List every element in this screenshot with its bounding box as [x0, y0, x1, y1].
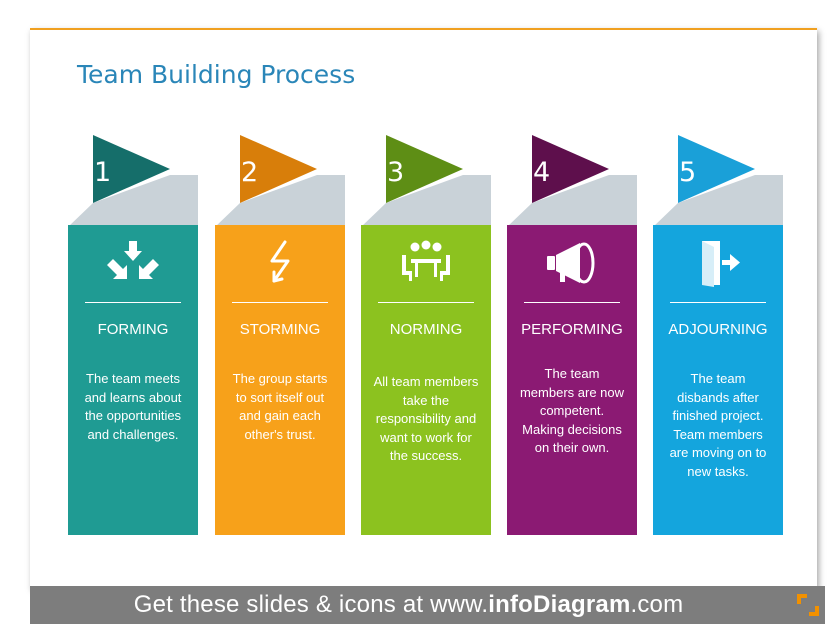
stage-norming: 3 NORMING Al: [361, 135, 491, 535]
stage-label: ADJOURNING: [668, 321, 768, 338]
divider: [378, 302, 474, 303]
stage-number: 1: [94, 157, 112, 188]
divider: [232, 302, 328, 303]
lightning-bolt-icon: [270, 240, 290, 283]
megaphone-icon: [547, 242, 595, 284]
stage-label: STORMING: [239, 321, 321, 338]
arrows-converge-icon: [107, 241, 159, 279]
flag-shape: [507, 135, 637, 227]
stage-number: 4: [533, 157, 551, 188]
footer-prefix: Get these slides & icons at www.: [133, 591, 489, 618]
slide: Team Building Process 1 FORMING The team…: [30, 28, 817, 588]
stage-label: PERFORMING: [521, 321, 623, 338]
stage-description: All team members take the responsibility…: [373, 374, 479, 463]
footer-banner[interactable]: Get these slides & icons at www.infoDiag…: [30, 586, 787, 624]
stage-forming: 1 FORMING The team meets and learns abou…: [68, 135, 198, 535]
footer-brand: infoDiagram: [488, 591, 631, 618]
flag-shape: [361, 135, 491, 227]
divider: [85, 302, 181, 303]
stage-label: FORMING: [97, 321, 169, 338]
stage-number: 5: [679, 157, 697, 188]
stage-adjourning: 5 ADJOURNING The team disbands after fin…: [653, 135, 783, 535]
divider: [670, 302, 766, 303]
brand-logo-icon: [787, 586, 825, 624]
stage-description: The group starts to sort itself out and …: [232, 371, 328, 442]
stage-number: 3: [387, 157, 405, 188]
stage-label: NORMING: [389, 321, 463, 338]
stage-card: FORMING The team meets and learns about …: [68, 225, 198, 535]
flag-shape: [653, 135, 783, 227]
stage-card: NORMING All team members take the respon…: [361, 225, 491, 535]
stage-performing: 4 PERFORMING The team members are now co…: [507, 135, 637, 535]
stage-card: PERFORMING The team members are now comp…: [507, 225, 637, 535]
stage-card: ADJOURNING The team disbands after finis…: [653, 225, 783, 535]
stage-card: STORMING The group starts to sort itself…: [215, 225, 345, 535]
flag-shape: [68, 135, 198, 227]
stage-description: The team meets and learns about the oppo…: [84, 371, 182, 442]
stage-number: 2: [241, 157, 259, 188]
page-title: Team Building Process: [77, 60, 356, 89]
stage-storming: 2 STORMING The group starts to sort itse…: [215, 135, 345, 535]
exit-door-icon: [702, 241, 740, 287]
team-meeting-icon: [402, 240, 450, 281]
flag-shape: [215, 135, 345, 227]
stage-description: The team disbands after finished project…: [669, 371, 767, 479]
stage-description: The team members are now competent. Maki…: [519, 366, 625, 455]
divider: [524, 302, 620, 303]
footer-suffix: .com: [630, 591, 684, 618]
